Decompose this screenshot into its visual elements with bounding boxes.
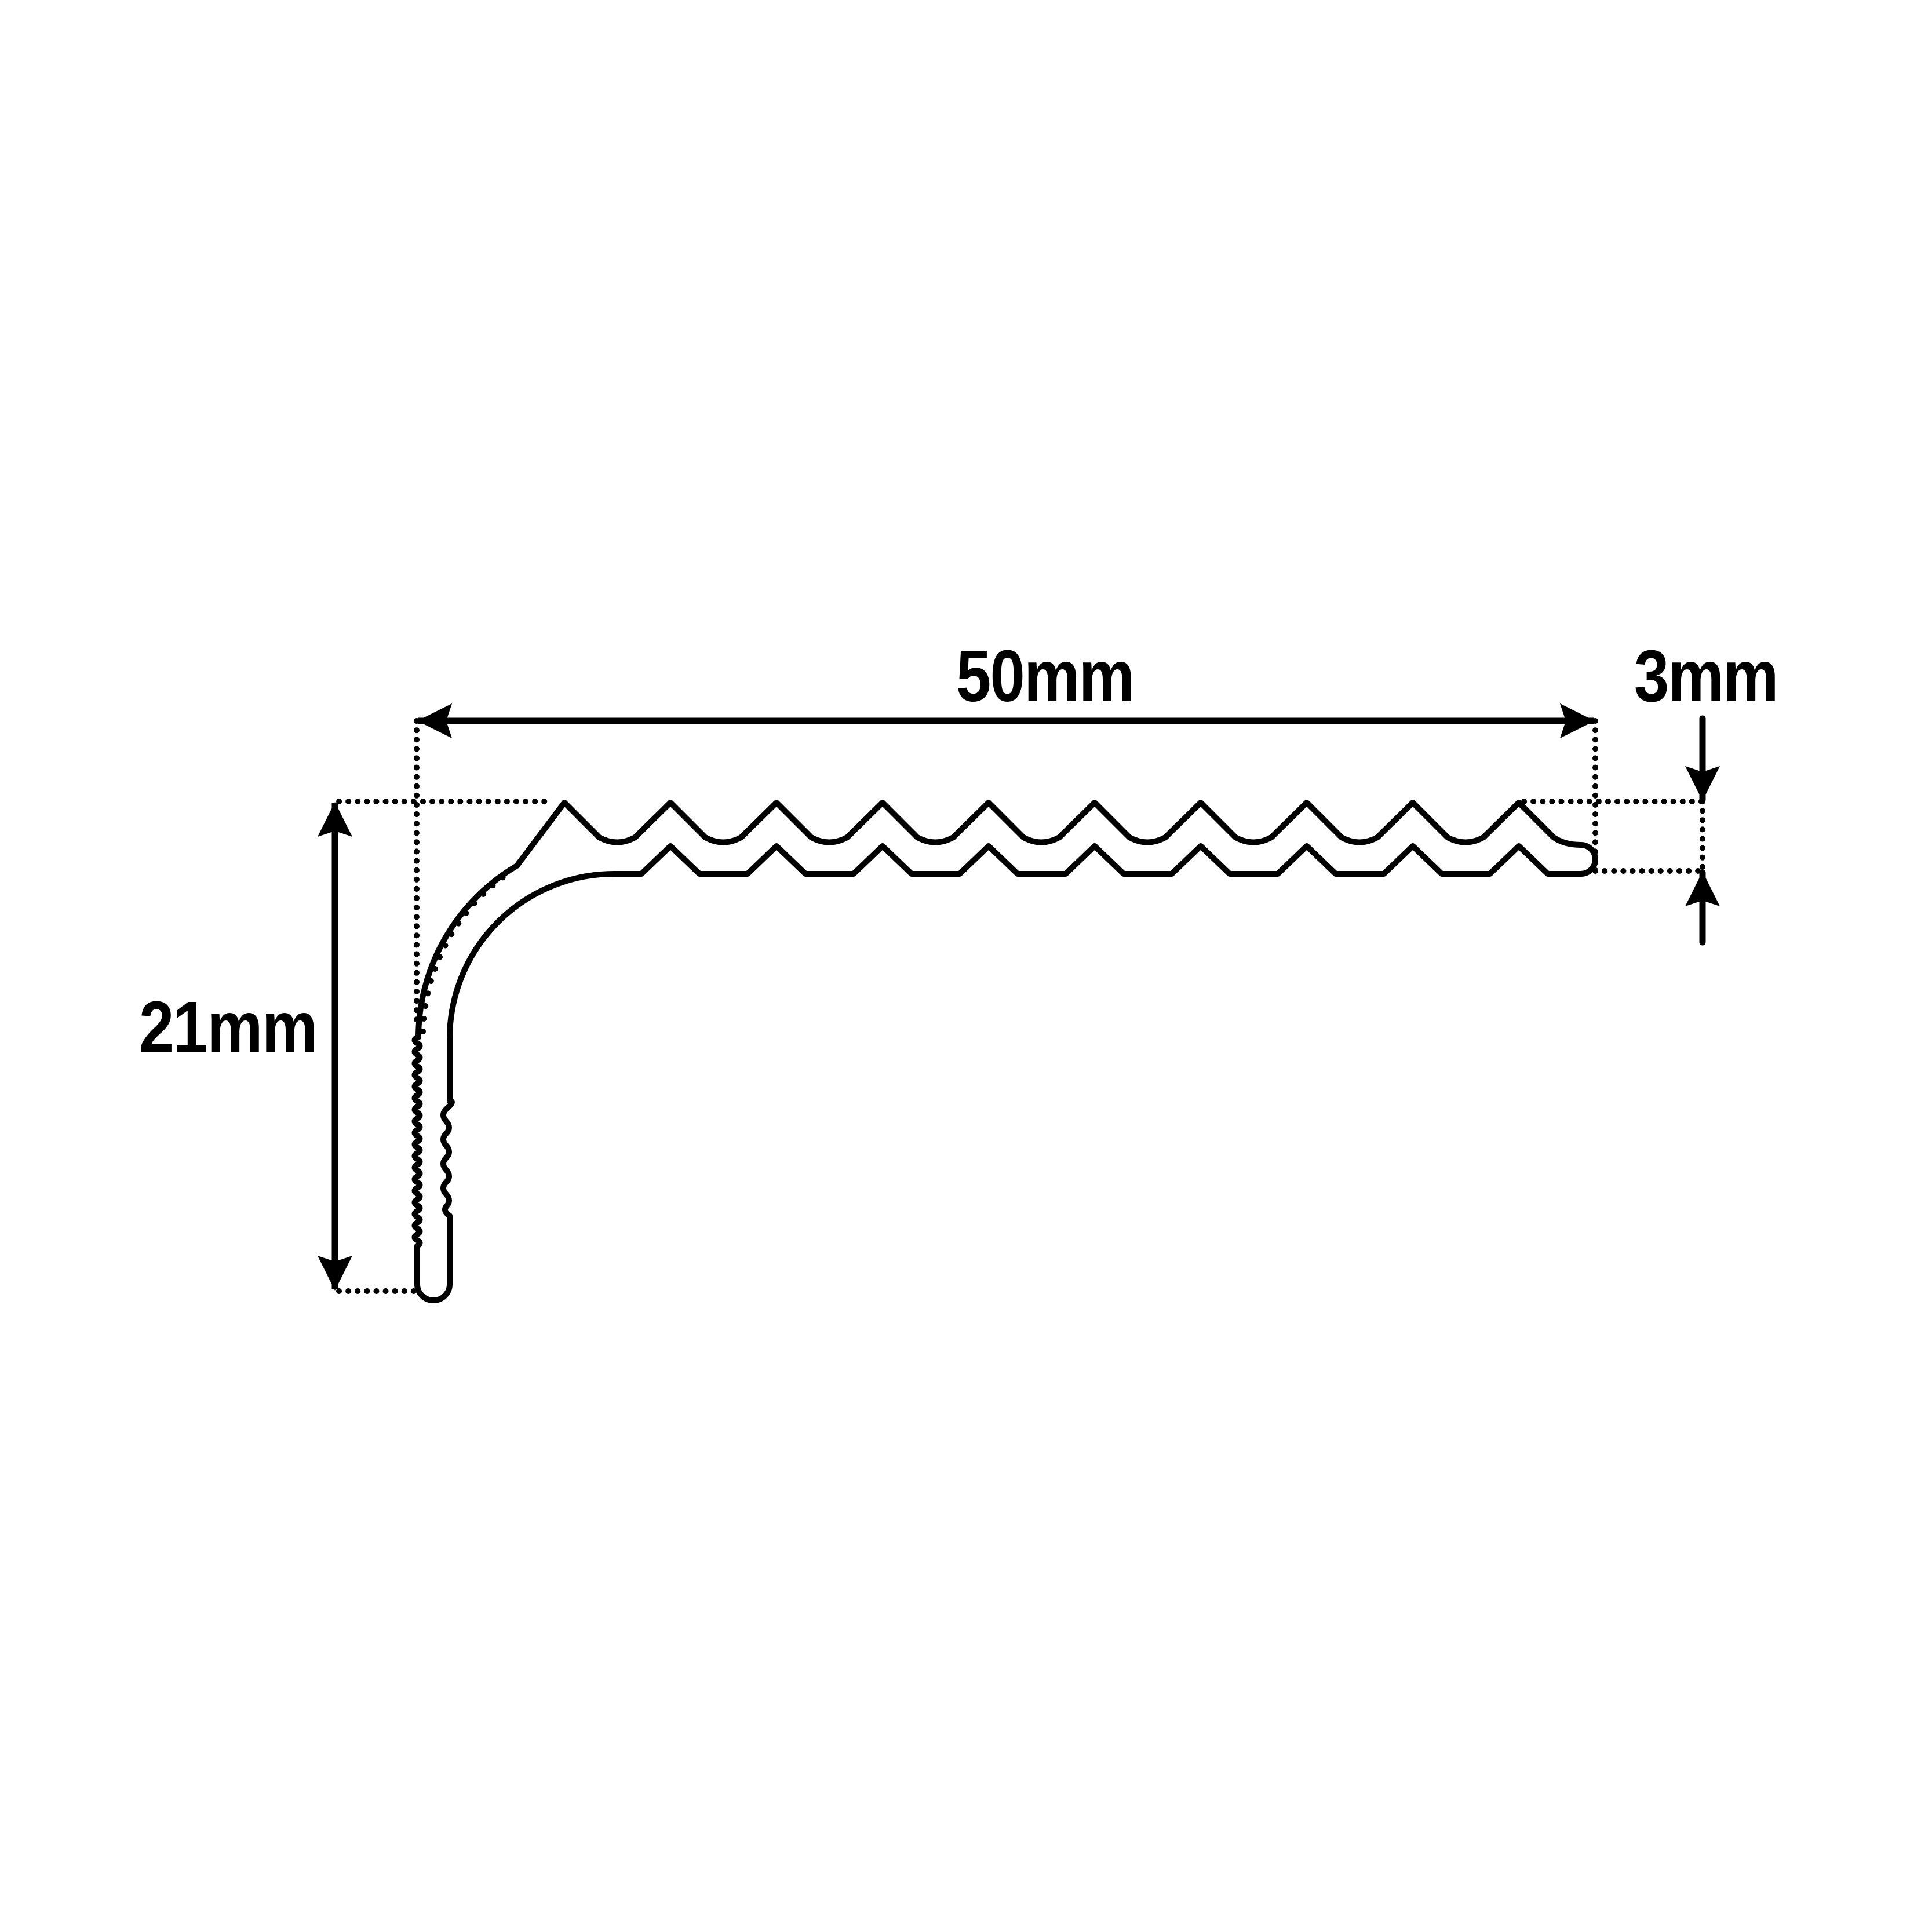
grip-texture (420, 867, 516, 1034)
height-dimension-label: 21mm (139, 986, 318, 1068)
thickness-dimension-label: 3mm (1634, 635, 1779, 717)
dimension-arrows (318, 703, 1720, 1291)
width-dimension-label: 50mm (956, 635, 1135, 717)
extension-lines (336, 718, 1705, 1294)
profile-outline (411, 800, 1598, 1303)
